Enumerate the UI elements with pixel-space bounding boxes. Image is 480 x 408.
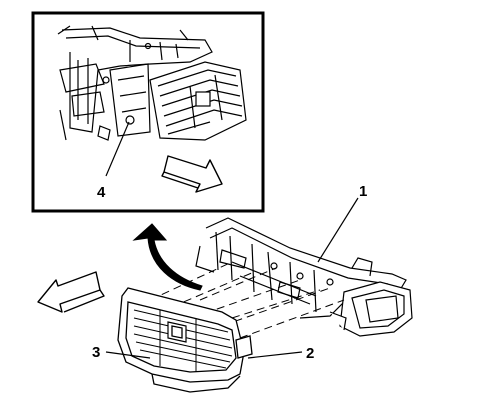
callout-2: 2 xyxy=(247,345,314,362)
inset-support-structure xyxy=(57,25,213,141)
callout-3-leader xyxy=(105,351,151,359)
callout-3-label: 3 xyxy=(92,344,100,361)
inset-grille xyxy=(149,61,247,141)
callout-2-label: 2 xyxy=(306,345,314,362)
callout-4-leader xyxy=(105,121,130,177)
callout-3: 3 xyxy=(92,344,151,361)
callout-1-leader xyxy=(317,197,359,263)
callout-1: 1 xyxy=(317,183,367,263)
callout-4-label: 4 xyxy=(97,184,106,201)
removal-direction-arrow xyxy=(37,271,105,313)
callout-2-leader xyxy=(247,351,303,359)
inset-direction-arrow xyxy=(161,155,223,193)
grille-emblem xyxy=(167,321,187,343)
detail-inset: 4 xyxy=(31,11,265,213)
callout-1-label: 1 xyxy=(359,183,367,200)
radiator-support xyxy=(195,217,407,319)
headlamp-assembly xyxy=(329,281,413,337)
lift-arrow xyxy=(132,223,203,291)
